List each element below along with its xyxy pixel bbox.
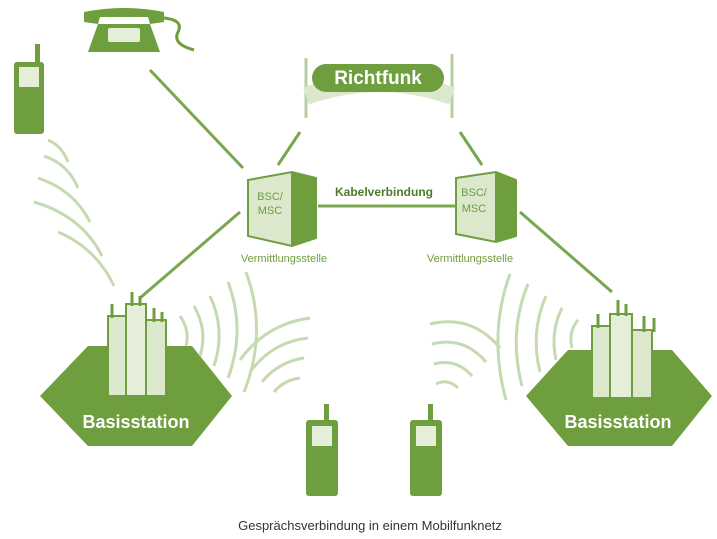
radio-link-label: Richtfunk <box>334 68 422 89</box>
city-buildings-icon-right <box>591 300 656 399</box>
landline-phone-icon <box>84 8 195 52</box>
line-switch-left-to-mast <box>276 131 302 166</box>
switch-right-caption: Vermittlungsstelle <box>427 253 513 265</box>
switch-right-box-label-line2: MSC <box>462 203 487 215</box>
connection-lines <box>139 68 613 300</box>
radio-waves-icon-top-left <box>33 138 116 287</box>
switch-left-box-label-line1: BSC/ <box>257 191 284 203</box>
line-switch-right-to-base <box>519 210 613 294</box>
diagram-caption: Gesprächsverbindung in einem Mobilfunkne… <box>238 518 502 533</box>
radio-waves-icon-center-left <box>238 316 311 393</box>
switch-box-icon-right <box>455 170 517 244</box>
mobile-phone-icon-bottom-right <box>410 404 442 496</box>
radio-tower-icon <box>303 54 456 118</box>
base-station-left-label: Basisstation <box>82 412 189 432</box>
radio-waves-icon-right-station <box>496 273 580 401</box>
base-station-left <box>40 292 232 446</box>
radio-waves-icon-center-right <box>429 320 502 390</box>
switch-box-icon-left <box>247 170 317 248</box>
base-station-right-label: Basisstation <box>564 412 671 432</box>
switch-left-caption: Vermittlungsstelle <box>241 253 327 265</box>
switch-right-box-label-line1: BSC/ <box>461 187 488 199</box>
base-station-right <box>526 300 712 446</box>
radio-waves-icon-left-station <box>178 271 258 393</box>
mobile-phone-icon-top-left <box>14 44 44 134</box>
switch-left-box-label-line2: MSC <box>258 205 283 217</box>
city-buildings-icon-left <box>107 292 167 397</box>
line-phone-to-switch <box>148 68 245 170</box>
line-switch-right-to-mast <box>458 131 484 166</box>
line-switch-left-to-base <box>139 210 241 300</box>
cable-link-label: Kabelverbindung <box>335 185 433 199</box>
mobile-phone-icon-bottom-left <box>306 404 338 496</box>
